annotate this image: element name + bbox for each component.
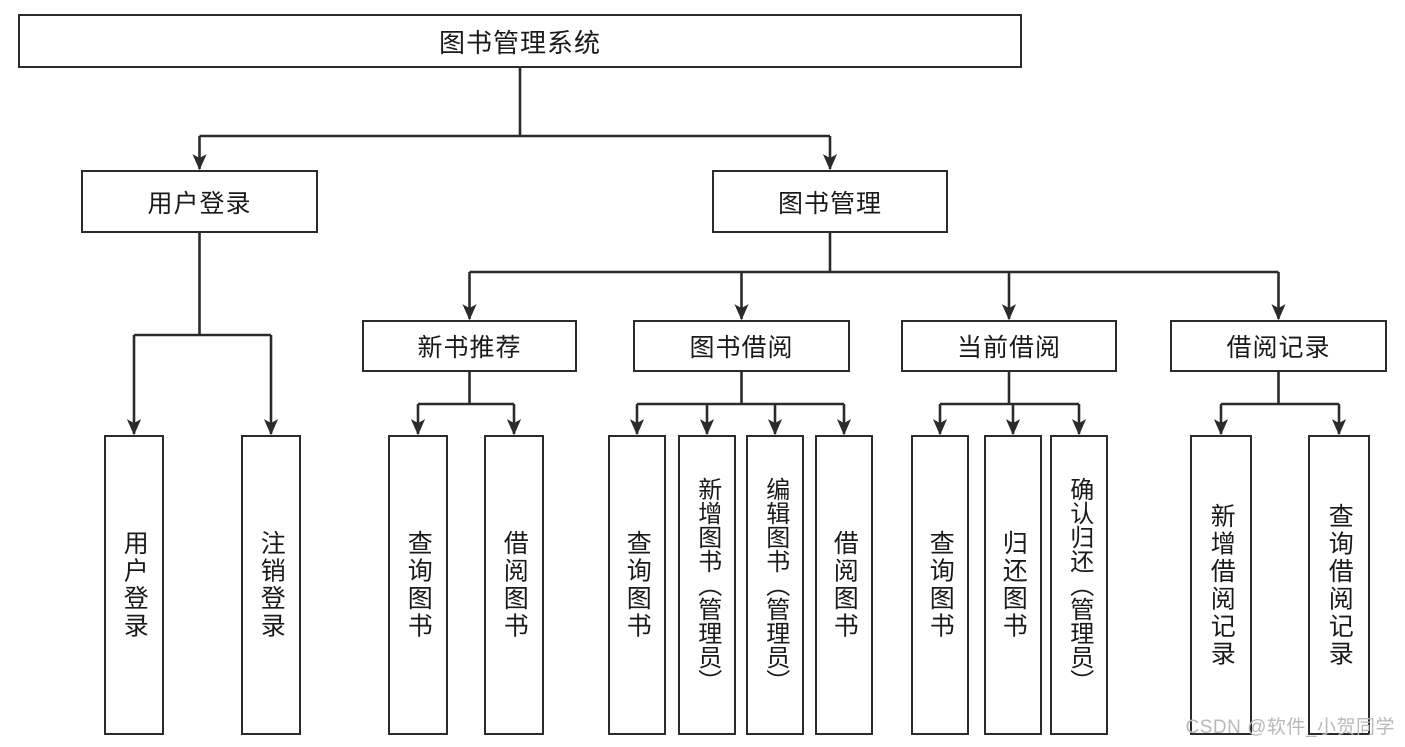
node-label-l-edit: 编辑图书（管理员） <box>761 477 789 693</box>
node-l-return[interactable]: 归还图书 <box>984 435 1042 735</box>
node-newbook[interactable]: 新书推荐 <box>362 320 577 372</box>
node-label-root: 图书管理系统 <box>438 27 601 58</box>
node-borrow[interactable]: 图书借阅 <box>633 320 850 372</box>
node-l-q2[interactable]: 查询图书 <box>608 435 666 735</box>
node-root[interactable]: 图书管理系统 <box>18 14 1022 68</box>
node-l-confirm[interactable]: 确认归还（管理员） <box>1050 435 1108 735</box>
node-l-q3[interactable]: 查询图书 <box>911 435 969 735</box>
node-label-l-qrec: 查询借阅记录 <box>1325 502 1354 668</box>
node-l-edit[interactable]: 编辑图书（管理员） <box>746 435 804 735</box>
node-l-addrec[interactable]: 新增借阅记录 <box>1190 435 1252 735</box>
node-l-b1[interactable]: 借阅图书 <box>484 435 544 735</box>
node-label-l-confirm: 确认归还（管理员） <box>1065 477 1093 693</box>
node-label-l-return: 归还图书 <box>999 530 1028 640</box>
node-current[interactable]: 当前借阅 <box>901 320 1117 372</box>
node-login[interactable]: 用户登录 <box>81 170 318 233</box>
node-l-qrec[interactable]: 查询借阅记录 <box>1308 435 1370 735</box>
node-label-borrow: 图书借阅 <box>689 334 794 362</box>
node-label-record: 借阅记录 <box>1226 334 1331 362</box>
node-label-newbook: 新书推荐 <box>417 334 522 362</box>
node-label-login: 用户登录 <box>147 189 252 218</box>
node-label-l-q3: 查询图书 <box>926 530 955 640</box>
node-label-l-b2: 借阅图书 <box>830 530 859 640</box>
node-label-l-b1: 借阅图书 <box>500 530 529 640</box>
node-label-l-login: 用户登录 <box>120 530 149 640</box>
node-label-l-q1: 查询图书 <box>404 530 433 640</box>
node-label-l-q2: 查询图书 <box>623 530 652 640</box>
node-l-b2[interactable]: 借阅图书 <box>815 435 873 735</box>
node-l-logout[interactable]: 注销登录 <box>241 435 301 735</box>
node-l-q1[interactable]: 查询图书 <box>388 435 448 735</box>
node-label-l-add: 新增图书（管理员） <box>693 477 721 693</box>
node-label-bookmgmt: 图书管理 <box>777 189 882 218</box>
node-label-l-addrec: 新增借阅记录 <box>1207 502 1236 668</box>
node-l-add[interactable]: 新增图书（管理员） <box>678 435 736 735</box>
node-record[interactable]: 借阅记录 <box>1170 320 1387 372</box>
node-l-login[interactable]: 用户登录 <box>104 435 164 735</box>
node-label-current: 当前借阅 <box>956 334 1061 362</box>
node-label-l-logout: 注销登录 <box>257 530 286 640</box>
node-bookmgmt[interactable]: 图书管理 <box>712 170 948 233</box>
